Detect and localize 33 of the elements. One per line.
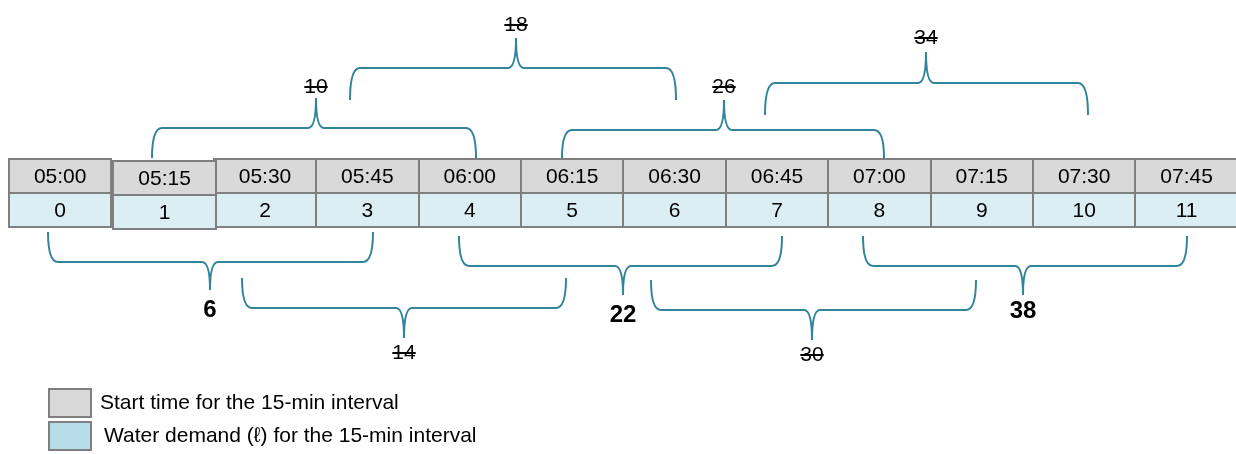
bracket-value: 18 <box>504 12 528 36</box>
legend-label: Start time for the 15-min interval <box>100 390 399 414</box>
time-cell: 06:30 <box>622 158 727 194</box>
time-cell: 07:00 <box>827 158 932 194</box>
time-cell: 06:00 <box>417 158 522 194</box>
demand-cell: 1 <box>112 194 217 230</box>
bracket-value: 26 <box>712 74 736 98</box>
time-cell: 07:30 <box>1032 158 1137 194</box>
time-cell: 05:00 <box>8 158 113 194</box>
time-cell: 05:45 <box>315 158 420 194</box>
bracket-value: 38 <box>1009 296 1037 324</box>
demand-cell: 0 <box>8 192 113 228</box>
demand-cell: 10 <box>1032 192 1137 228</box>
bracket-value: 34 <box>914 25 938 49</box>
demand-cell: 4 <box>417 192 522 228</box>
time-cell: 07:45 <box>1134 158 1236 194</box>
demand-cell: 8 <box>827 192 932 228</box>
time-cell: 05:15 <box>112 160 217 196</box>
demand-cell: 6 <box>622 192 727 228</box>
bracket-value: 14 <box>392 340 416 364</box>
demand-cell: 11 <box>1134 192 1236 228</box>
bracket-value: 30 <box>800 342 824 366</box>
demand-cell: 7 <box>724 192 830 228</box>
time-cell: 07:15 <box>929 158 1034 194</box>
demand-cell: 9 <box>929 192 1034 228</box>
time-cell: 06:15 <box>520 158 625 194</box>
demand-cell: 3 <box>315 192 420 228</box>
time-cell: 06:45 <box>724 158 830 194</box>
bracket-value: 10 <box>304 74 328 98</box>
legend-label: Water demand (ℓ) for the 15-min interval <box>104 423 477 447</box>
bracket-value: 22 <box>609 300 637 328</box>
bracket-value: 6 <box>203 295 217 323</box>
demand-cell: 5 <box>520 192 625 228</box>
